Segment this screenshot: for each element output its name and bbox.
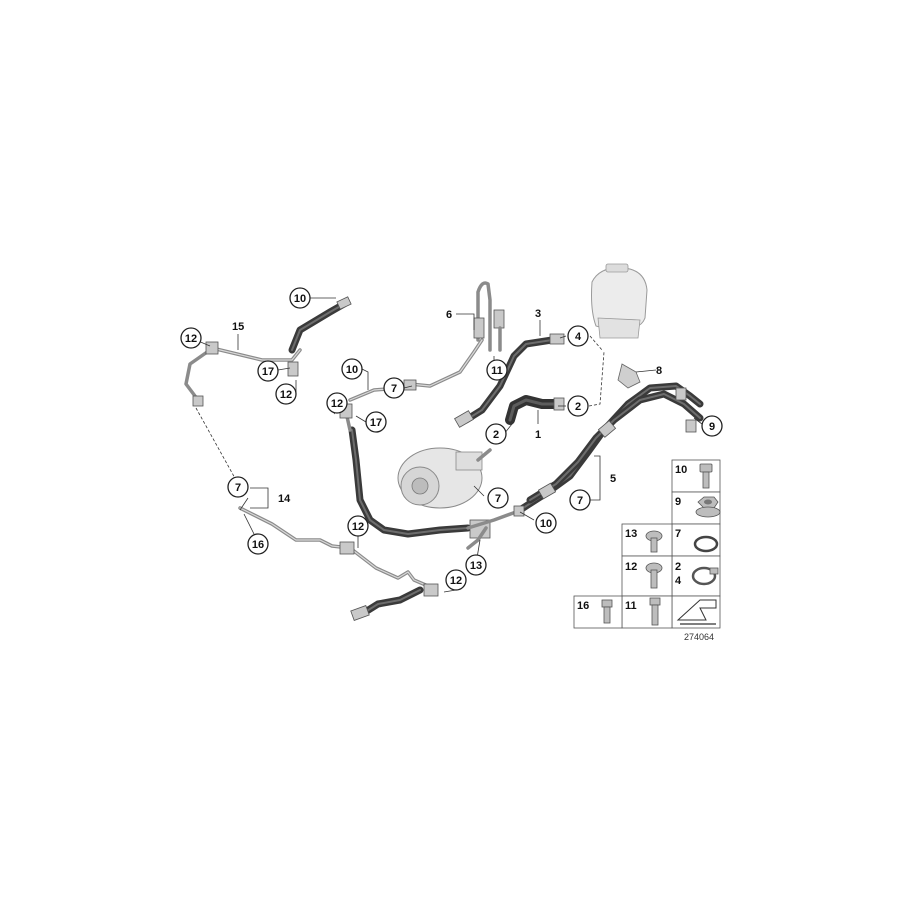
bolt-flange-icon xyxy=(645,530,663,553)
line-1-suction-hose xyxy=(505,395,565,425)
line-6-assembly xyxy=(473,281,505,352)
label-5: 5 xyxy=(610,473,616,485)
bolt-hex-icon xyxy=(699,463,713,489)
svg-text:11: 11 xyxy=(491,365,503,377)
svg-text:16: 16 xyxy=(577,600,589,612)
label-14: 14 xyxy=(278,493,291,505)
label-8: 8 xyxy=(656,365,662,377)
svg-text:2: 2 xyxy=(575,401,581,413)
steering-pump-illustration xyxy=(397,447,492,509)
callout-2-right[interactable]: 2 xyxy=(567,395,589,417)
reservoir-illustration xyxy=(591,263,648,339)
svg-text:7: 7 xyxy=(675,528,681,540)
callout-9[interactable]: 9 xyxy=(701,415,723,437)
svg-text:11: 11 xyxy=(625,600,637,612)
bolt-long-icon xyxy=(649,597,661,626)
callout-12-bottom[interactable]: 12 xyxy=(445,569,467,591)
callout-10-center[interactable]: 10 xyxy=(341,358,363,380)
callout-7-left[interactable]: 7 xyxy=(227,476,249,498)
grid-cell-13[interactable]: 13 xyxy=(621,523,673,557)
bolt-short-icon xyxy=(601,599,613,624)
svg-text:4: 4 xyxy=(675,575,682,587)
svg-text:13: 13 xyxy=(625,528,637,540)
svg-text:16: 16 xyxy=(252,539,264,551)
svg-text:7: 7 xyxy=(495,493,501,505)
svg-text:7: 7 xyxy=(391,383,397,395)
label-6: 6 xyxy=(446,309,452,321)
callout-12-center[interactable]: 12 xyxy=(326,392,348,414)
direction-arrow-icon xyxy=(676,599,717,625)
bracket-8 xyxy=(617,363,641,389)
svg-text:10: 10 xyxy=(294,293,306,305)
callout-7-pump[interactable]: 7 xyxy=(487,487,509,509)
svg-text:12: 12 xyxy=(185,333,197,345)
grid-cell-direction[interactable] xyxy=(671,595,721,629)
bolt-washer-icon xyxy=(645,562,663,589)
grid-cell-9[interactable]: 9 xyxy=(671,491,721,525)
svg-text:7: 7 xyxy=(235,482,241,494)
svg-text:10: 10 xyxy=(540,518,552,530)
callout-12-lower-center[interactable]: 12 xyxy=(347,515,369,537)
callout-10-top[interactable]: 10 xyxy=(289,287,311,309)
grid-cell-2-4[interactable]: 2 4 xyxy=(671,555,721,597)
line-5-hose-bundle xyxy=(466,382,704,550)
svg-text:9: 9 xyxy=(675,496,681,508)
label-15: 15 xyxy=(232,321,244,333)
callout-7-right[interactable]: 7 xyxy=(569,489,591,511)
svg-text:10: 10 xyxy=(346,364,358,376)
svg-text:9: 9 xyxy=(709,421,715,433)
callout-2-left[interactable]: 2 xyxy=(485,423,507,445)
svg-text:12: 12 xyxy=(450,575,462,587)
left-line-assembly xyxy=(184,296,439,621)
label-1: 1 xyxy=(535,429,541,441)
grid-cell-16[interactable]: 16 xyxy=(573,595,623,629)
parts-legend-grid: 10 9 7 2 4 xyxy=(573,459,721,629)
diagram-reference-number: 274064 xyxy=(684,632,714,642)
svg-text:17: 17 xyxy=(262,366,274,378)
svg-text:12: 12 xyxy=(625,561,637,573)
svg-text:2: 2 xyxy=(675,561,681,573)
svg-text:7: 7 xyxy=(577,495,583,507)
svg-text:4: 4 xyxy=(575,331,582,343)
o-ring-icon xyxy=(693,535,719,553)
svg-text:12: 12 xyxy=(280,389,292,401)
callout-11[interactable]: 11 xyxy=(486,359,508,381)
label-3: 3 xyxy=(535,308,541,320)
callout-7-center[interactable]: 7 xyxy=(383,377,405,399)
svg-text:2: 2 xyxy=(493,429,499,441)
grid-cell-10[interactable]: 10 xyxy=(671,459,721,493)
grid-cell-7[interactable]: 7 xyxy=(671,523,721,557)
callout-17-left[interactable]: 17 xyxy=(257,360,279,382)
callout-12-left[interactable]: 12 xyxy=(180,327,202,349)
grid-cell-12[interactable]: 12 xyxy=(621,555,673,597)
svg-text:12: 12 xyxy=(352,521,364,533)
center-pressure-hose xyxy=(334,338,491,539)
callout-16[interactable]: 16 xyxy=(247,533,269,555)
callout-12-left-lower[interactable]: 12 xyxy=(275,383,297,405)
flange-nut-icon xyxy=(695,496,721,518)
leader-lines xyxy=(190,297,703,593)
callout-13[interactable]: 13 xyxy=(465,554,487,576)
svg-text:10: 10 xyxy=(675,464,687,476)
callout-10-lower[interactable]: 10 xyxy=(535,512,557,534)
svg-text:13: 13 xyxy=(470,560,482,572)
callout-17-center[interactable]: 17 xyxy=(365,411,387,433)
svg-text:12: 12 xyxy=(331,398,343,410)
grid-cell-11[interactable]: 11 xyxy=(621,595,673,629)
callout-4[interactable]: 4 xyxy=(567,325,589,347)
hose-clamp-icon xyxy=(691,566,719,586)
svg-text:17: 17 xyxy=(370,417,382,429)
